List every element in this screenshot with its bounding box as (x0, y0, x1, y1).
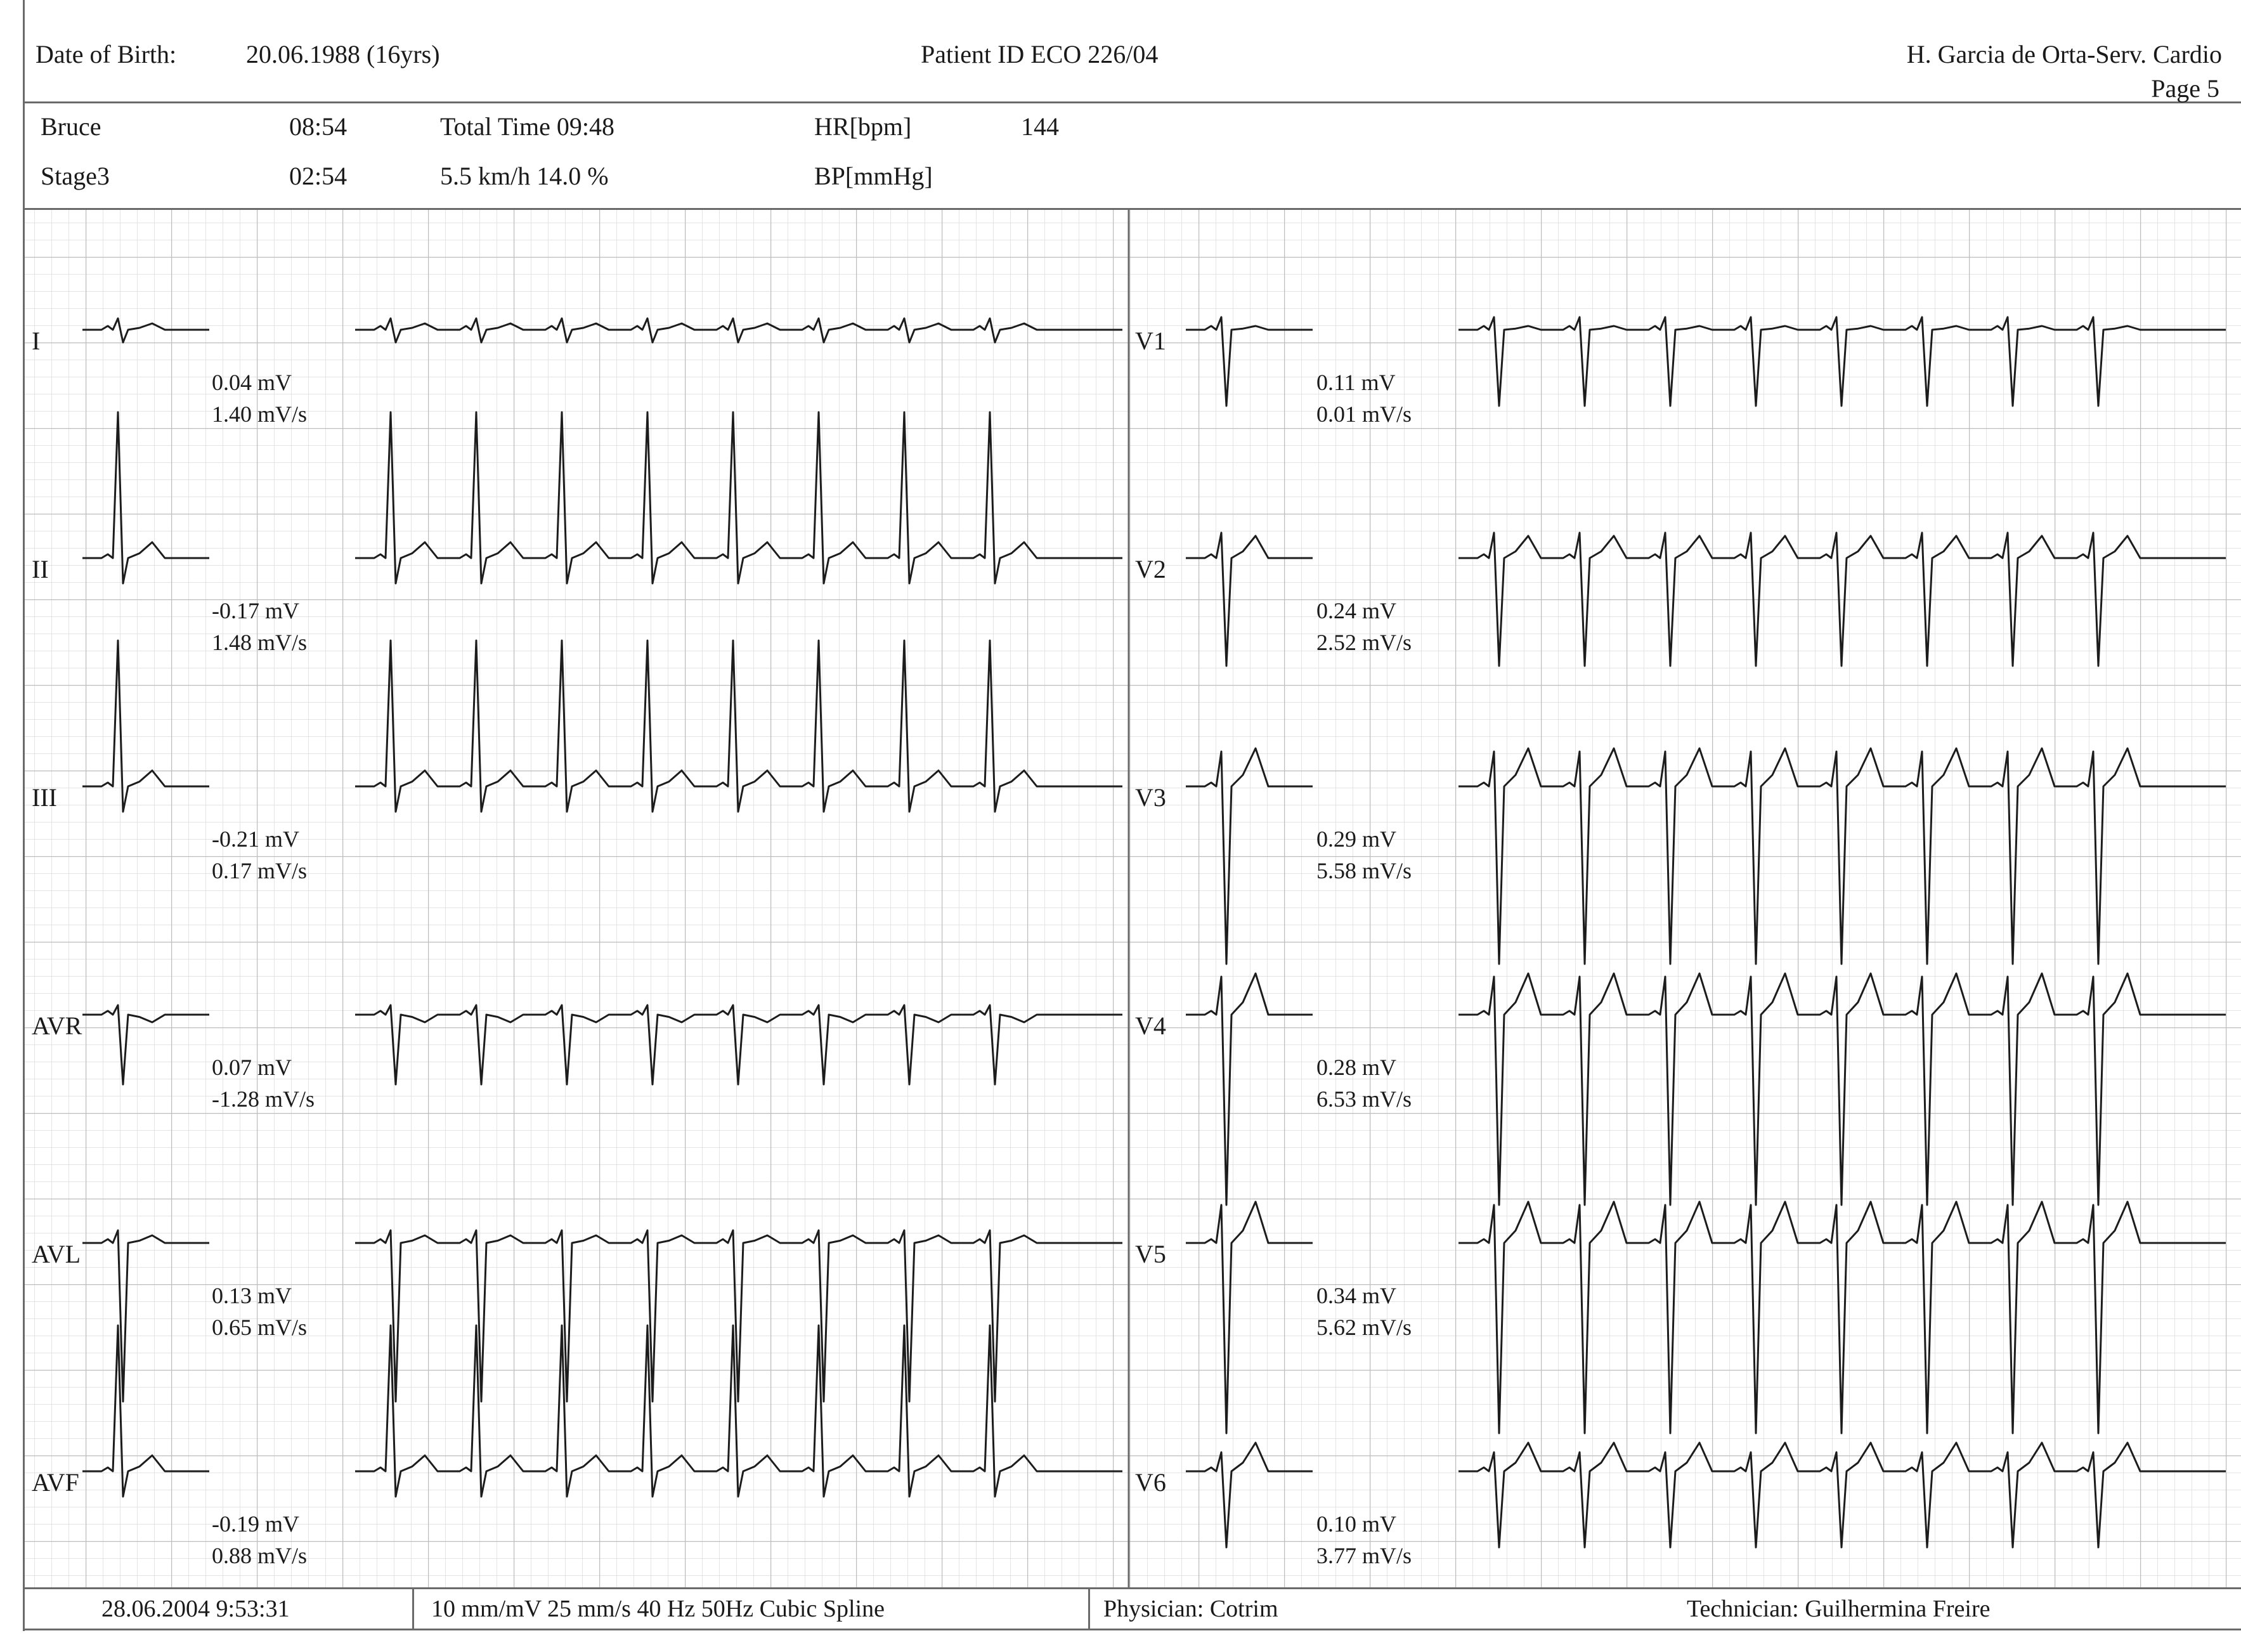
ecg-sample-trace-v4 (1186, 972, 1313, 1206)
lead-st-i: 0.04 mV (212, 370, 292, 395)
technician-name: Technician: Guilhermina Freire (1687, 1596, 1991, 1622)
lead-label-iii: III (32, 783, 57, 812)
recording-settings: 10 mm/mV 25 mm/s 40 Hz 50Hz Cubic Spline (431, 1596, 885, 1622)
lead-slope-i: 1.40 mV/s (212, 401, 308, 427)
ecg-sample-trace-ii (82, 411, 209, 585)
lead-st-v3: 0.29 mV (1316, 826, 1396, 852)
footer-divider-1 (412, 1587, 414, 1630)
lead-slope-iii: 0.17 mV/s (212, 858, 308, 883)
lead-st-avf: -0.19 mV (212, 1511, 299, 1537)
footer-bottom-rule (23, 1629, 2241, 1630)
lead-st-ii: -0.17 mV (212, 598, 299, 623)
protocol-name: Bruce (41, 112, 101, 141)
lead-slope-avr: -1.28 mV/s (212, 1086, 315, 1112)
ecg-rhythm-trace-avr (355, 1004, 1122, 1086)
protocol-time: 08:54 (289, 112, 348, 141)
lead-st-v6: 0.10 mV (1316, 1511, 1396, 1537)
header-divider (23, 101, 2241, 103)
lead-label-v2: V2 (1135, 555, 1166, 583)
ecg-sample-trace-avl (82, 1229, 209, 1403)
lead-label-avr: AVR (32, 1011, 82, 1040)
ecg-sample-trace-i (82, 317, 209, 344)
ecg-rhythm-trace-v3 (1458, 747, 2226, 965)
ecg-sample-trace-avf (82, 1324, 209, 1498)
ecg-rhythm-trace-v1 (1458, 316, 2226, 407)
stage-name: Stage3 (41, 162, 110, 190)
lead-slope-avf: 0.88 mV/s (212, 1543, 308, 1568)
ecg-sample-trace-v6 (1186, 1441, 1313, 1549)
ecg-sample-trace-v3 (1186, 747, 1313, 965)
ecg-sample-trace-iii (82, 639, 209, 813)
lead-st-iii: -0.21 mV (212, 826, 299, 852)
left-border (23, 0, 25, 1631)
lead-st-v5: 0.34 mV (1316, 1283, 1396, 1308)
lead-slope-v3: 5.58 mV/s (1316, 858, 1412, 883)
lead-label-avl: AVL (32, 1240, 81, 1268)
lead-st-v2: 0.24 mV (1316, 598, 1396, 623)
recording-datetime: 28.06.2004 9:53:31 (101, 1596, 290, 1622)
lead-slope-v2: 2.52 mV/s (1316, 630, 1412, 655)
lead-label-i: I (32, 327, 41, 355)
lead-slope-v5: 5.62 mV/s (1316, 1315, 1412, 1340)
physician-name: Physician: Cotrim (1103, 1596, 1278, 1622)
ecg-rhythm-trace-iii (355, 639, 1122, 813)
ecg-rhythm-trace-v6 (1458, 1441, 2226, 1549)
lead-st-avr: 0.07 mV (212, 1055, 292, 1080)
lead-slope-avl: 0.65 mV/s (212, 1315, 308, 1340)
lead-label-avf: AVF (32, 1468, 79, 1497)
bp-label: BP[mmHg] (814, 162, 933, 190)
ecg-rhythm-trace-v4 (1458, 972, 2226, 1206)
ecg-rhythm-trace-v5 (1458, 1200, 2226, 1434)
patient-id: Patient ID ECO 226/04 (921, 40, 1159, 68)
dob-value: 20.06.1988 (16yrs) (246, 40, 440, 68)
lead-slope-ii: 1.48 mV/s (212, 630, 308, 655)
lead-slope-v4: 6.53 mV/s (1316, 1086, 1412, 1112)
lead-st-v4: 0.28 mV (1316, 1055, 1396, 1080)
lead-st-avl: 0.13 mV (212, 1283, 292, 1308)
ecg-rhythm-trace-v2 (1458, 531, 2226, 667)
total-time: Total Time 09:48 (440, 112, 615, 141)
lead-label-v4: V4 (1135, 1011, 1166, 1040)
hr-label: HR[bpm] (814, 112, 912, 141)
info-divider (23, 208, 2241, 210)
footer-divider-2 (1088, 1587, 1090, 1630)
ecg-rhythm-trace-ii (355, 411, 1122, 585)
hospital-name: H. Garcia de Orta-Serv. Cardio (1906, 40, 2222, 68)
ecg-sample-trace-v5 (1186, 1200, 1313, 1434)
lead-label-v3: V3 (1135, 783, 1166, 812)
dob-label: Date of Birth: (36, 40, 177, 68)
hr-value: 144 (1021, 112, 1059, 141)
ecg-sample-trace-v2 (1186, 531, 1313, 667)
lead-label-v5: V5 (1135, 1240, 1166, 1268)
ecg-rhythm-trace-avl (355, 1229, 1122, 1403)
lead-label-ii: II (32, 555, 49, 583)
lead-label-v6: V6 (1135, 1468, 1166, 1497)
ecg-rhythm-trace-avf (355, 1324, 1122, 1498)
lead-slope-v6: 3.77 mV/s (1316, 1543, 1412, 1568)
ecg-grid (25, 210, 2241, 1587)
lead-slope-v1: 0.01 mV/s (1316, 401, 1412, 427)
stage-time: 02:54 (289, 162, 348, 190)
lead-label-v1: V1 (1135, 327, 1166, 355)
speed-grade: 5.5 km/h 14.0 % (440, 162, 609, 190)
ecg-sample-trace-avr (82, 1004, 209, 1086)
ecg-rhythm-trace-i (355, 317, 1122, 344)
lead-st-v1: 0.11 mV (1316, 370, 1396, 395)
footer-top-rule (23, 1587, 2241, 1589)
ecg-sample-trace-v1 (1186, 316, 1313, 407)
page-number: Page 5 (2151, 74, 2219, 103)
